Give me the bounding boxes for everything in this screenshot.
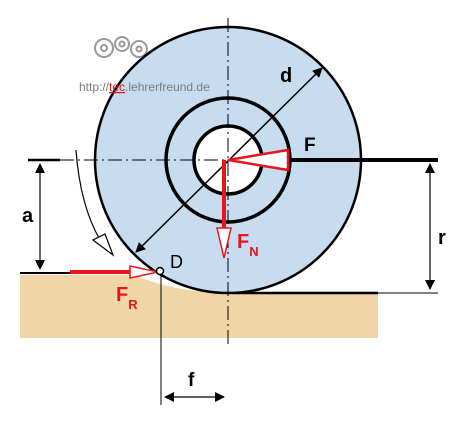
rotation-arrow <box>75 149 101 241</box>
label-rolling-resistance: FR <box>116 284 138 312</box>
rolling-resistance-arrowhead <box>129 265 159 279</box>
normal-force-arrowhead <box>216 227 232 259</box>
watermark-text: http://tec.lehrerfreund.de <box>79 80 210 94</box>
label-diameter: d <box>280 65 292 87</box>
label-normal-force: FN <box>237 231 259 259</box>
label-height-a: a <box>22 205 34 227</box>
ground-surface <box>20 275 378 338</box>
label-radius: r <box>438 227 446 249</box>
rotation-arrow-head <box>91 233 115 257</box>
force-f-arrowhead <box>227 148 290 172</box>
gears-logo-icon <box>94 36 148 58</box>
label-contact-point: D <box>170 252 183 272</box>
label-force-f: F <box>304 135 316 156</box>
label-offset-f: f <box>188 370 195 391</box>
contact-point-marker <box>155 266 165 276</box>
